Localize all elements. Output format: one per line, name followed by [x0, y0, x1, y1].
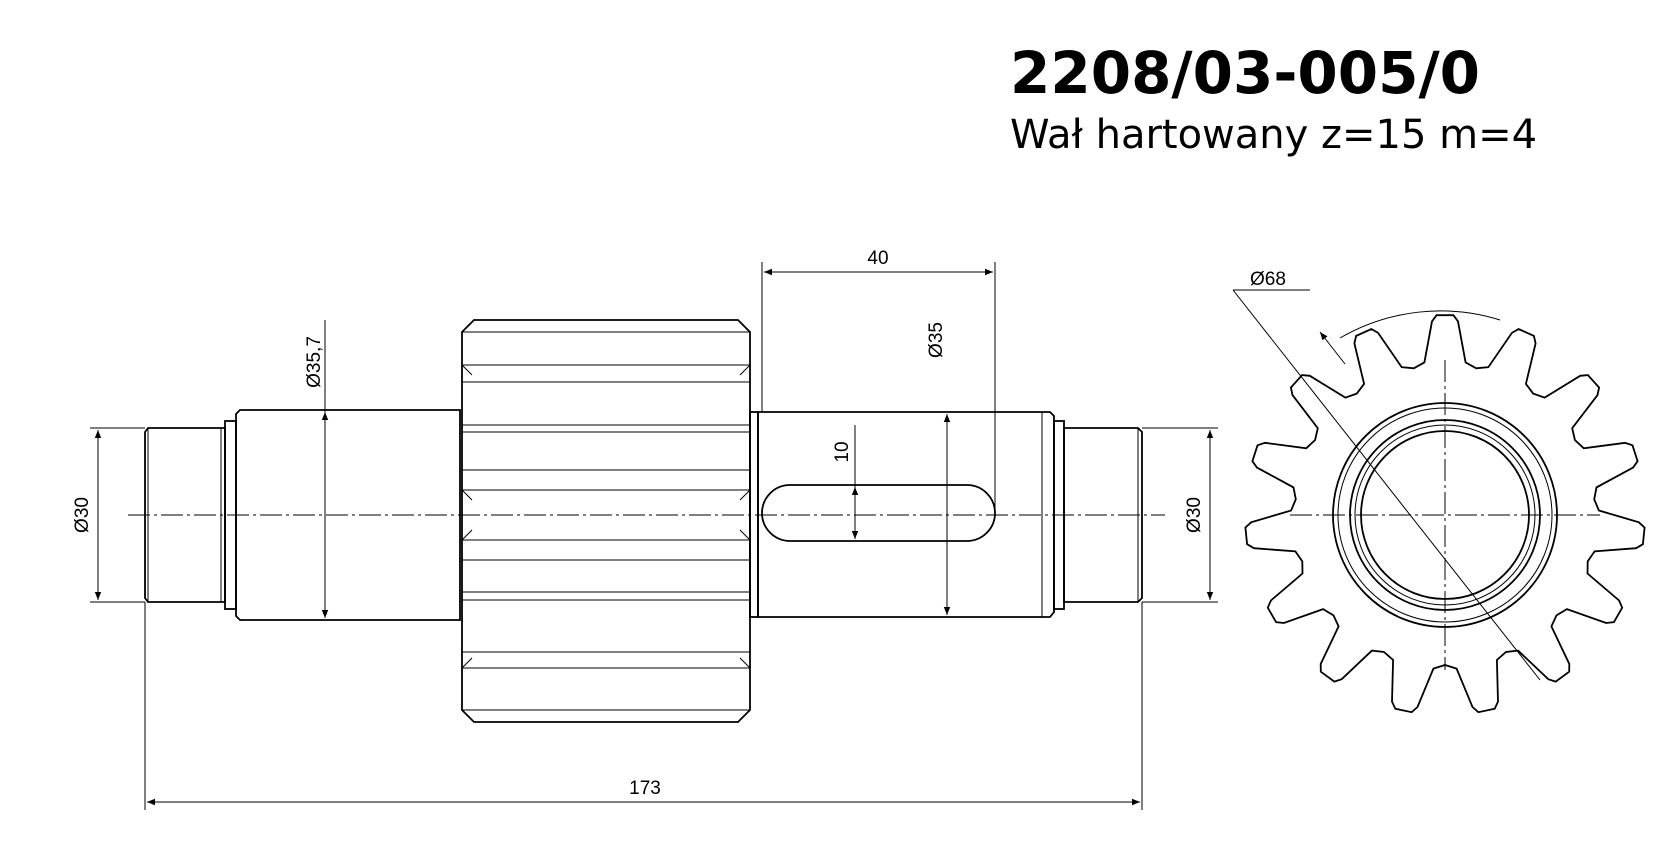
part-number: 2208/03-005/0 — [1010, 39, 1481, 107]
gear-end-view — [1244, 310, 1646, 714]
gear-hub-ring — [1337, 407, 1553, 623]
dimension-right-journal: Ø30 — [1142, 427, 1218, 603]
dimension-key-seat-dia: Ø35 — [926, 322, 951, 615]
dimension-keyway-width: 10 — [832, 425, 859, 539]
gear-bore-ring — [1354, 424, 1536, 606]
gear-hub-outer — [1332, 402, 1558, 628]
dimension-keyway-length: 40 — [761, 248, 996, 512]
dimension-overall-length: 173 — [144, 602, 1143, 810]
keyway — [761, 484, 996, 542]
dim-gear-outer-dia-label: Ø68 — [1250, 269, 1286, 290]
gear-outer-dia-arc — [1339, 310, 1501, 339]
dim-right-journal-label: Ø30 — [1184, 497, 1205, 533]
gear-bore-outer — [1349, 419, 1541, 611]
shaft-side-view — [128, 319, 1165, 723]
gear-body-side — [461, 319, 751, 723]
dim-overall-length-label: 173 — [629, 778, 661, 799]
right-shaft-section — [749, 411, 1055, 618]
dimension-shaft-dia: Ø35,7 — [304, 320, 329, 618]
dim-shaft-dia-label: Ø35,7 — [304, 336, 325, 388]
dimension-left-journal: Ø30 — [72, 427, 145, 603]
left-shaft-section — [235, 409, 461, 621]
dim-keyway-length-label: 40 — [867, 248, 888, 269]
dim-key-seat-dia-label: Ø35 — [926, 322, 947, 358]
dim-keyway-width-label: 10 — [832, 441, 853, 462]
dimension-gear-outer-dia: Ø68 — [1232, 269, 1541, 681]
title-block: 2208/03-005/0 Wał hartowany z=15 m=4 — [1010, 38, 1537, 160]
dim-left-journal-label: Ø30 — [72, 497, 93, 533]
right-journal — [1053, 420, 1143, 610]
part-name: Wał hartowany z=15 m=4 — [1010, 112, 1538, 158]
gear-bore — [1360, 430, 1530, 600]
gear-tooth-outline — [1244, 314, 1646, 714]
